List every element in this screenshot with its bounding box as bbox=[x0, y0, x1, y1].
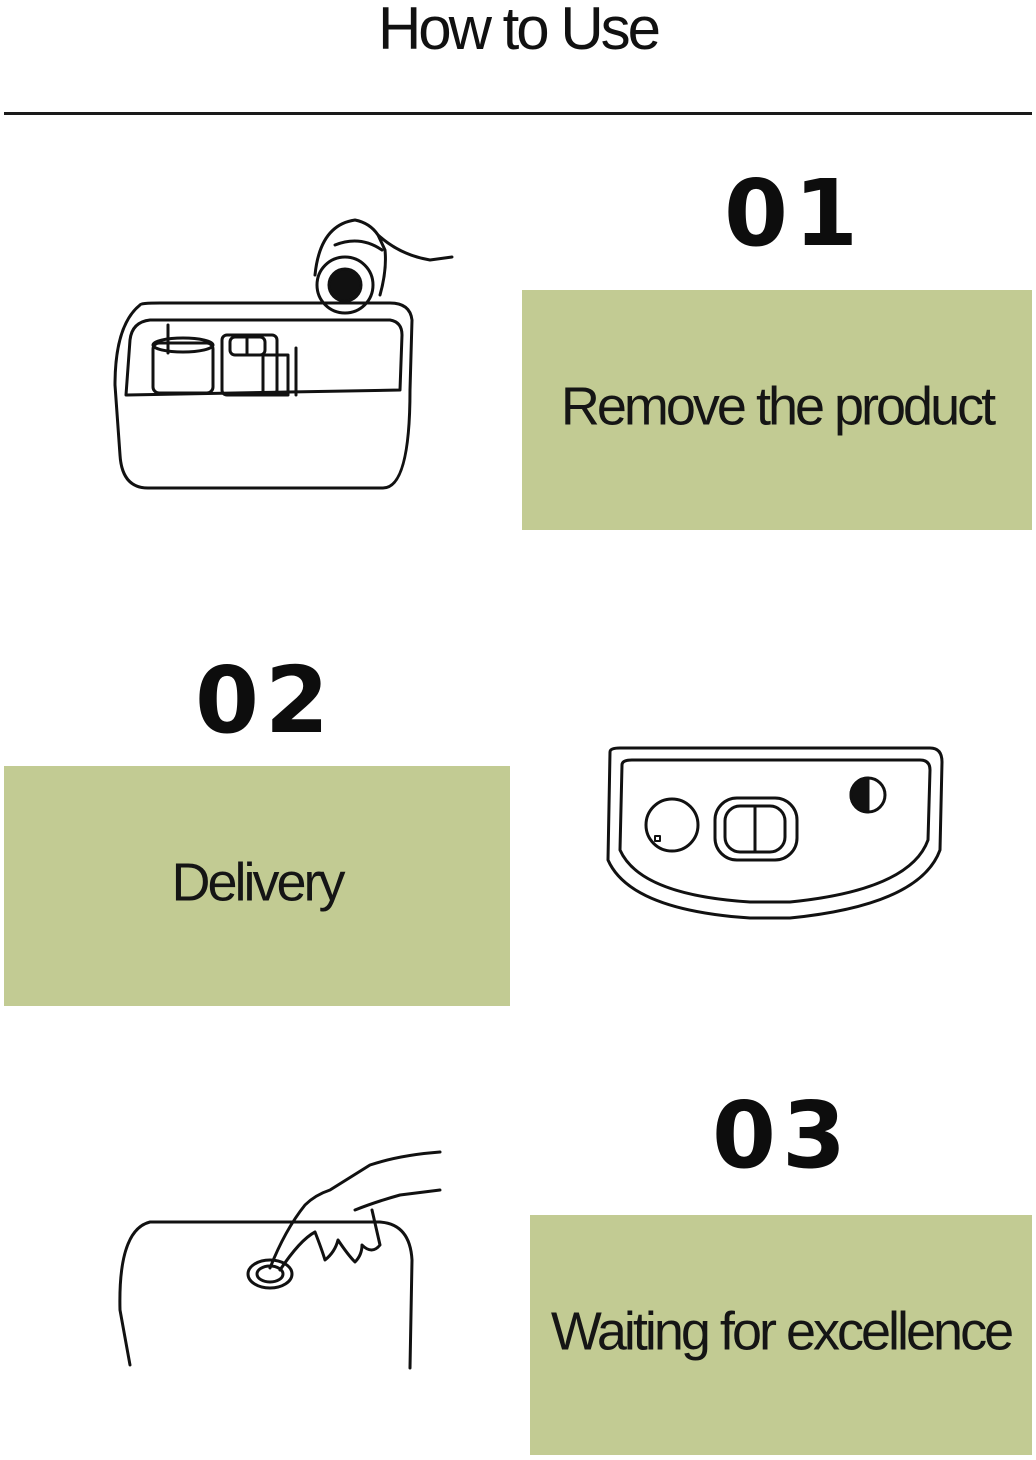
step-label-panel: Waiting for excellence bbox=[530, 1215, 1032, 1455]
step-label-panel: Remove the product bbox=[522, 290, 1032, 530]
step-label: Waiting for excellence bbox=[550, 1301, 1014, 1362]
step-label: Remove the product bbox=[560, 376, 996, 437]
step-label: Delivery bbox=[171, 852, 345, 913]
cistern-top-view-icon bbox=[600, 740, 950, 930]
step-label-panel: Delivery bbox=[4, 766, 510, 1006]
step-number: 02 bbox=[195, 647, 336, 754]
title-divider bbox=[4, 112, 1032, 115]
page-title: How to Use bbox=[377, 0, 661, 62]
step-number: 03 bbox=[712, 1082, 853, 1189]
cistern-open-hand-removing-icon bbox=[100, 205, 470, 505]
step-number: 01 bbox=[724, 160, 865, 267]
finger-press-flush-button-icon bbox=[110, 1150, 460, 1380]
